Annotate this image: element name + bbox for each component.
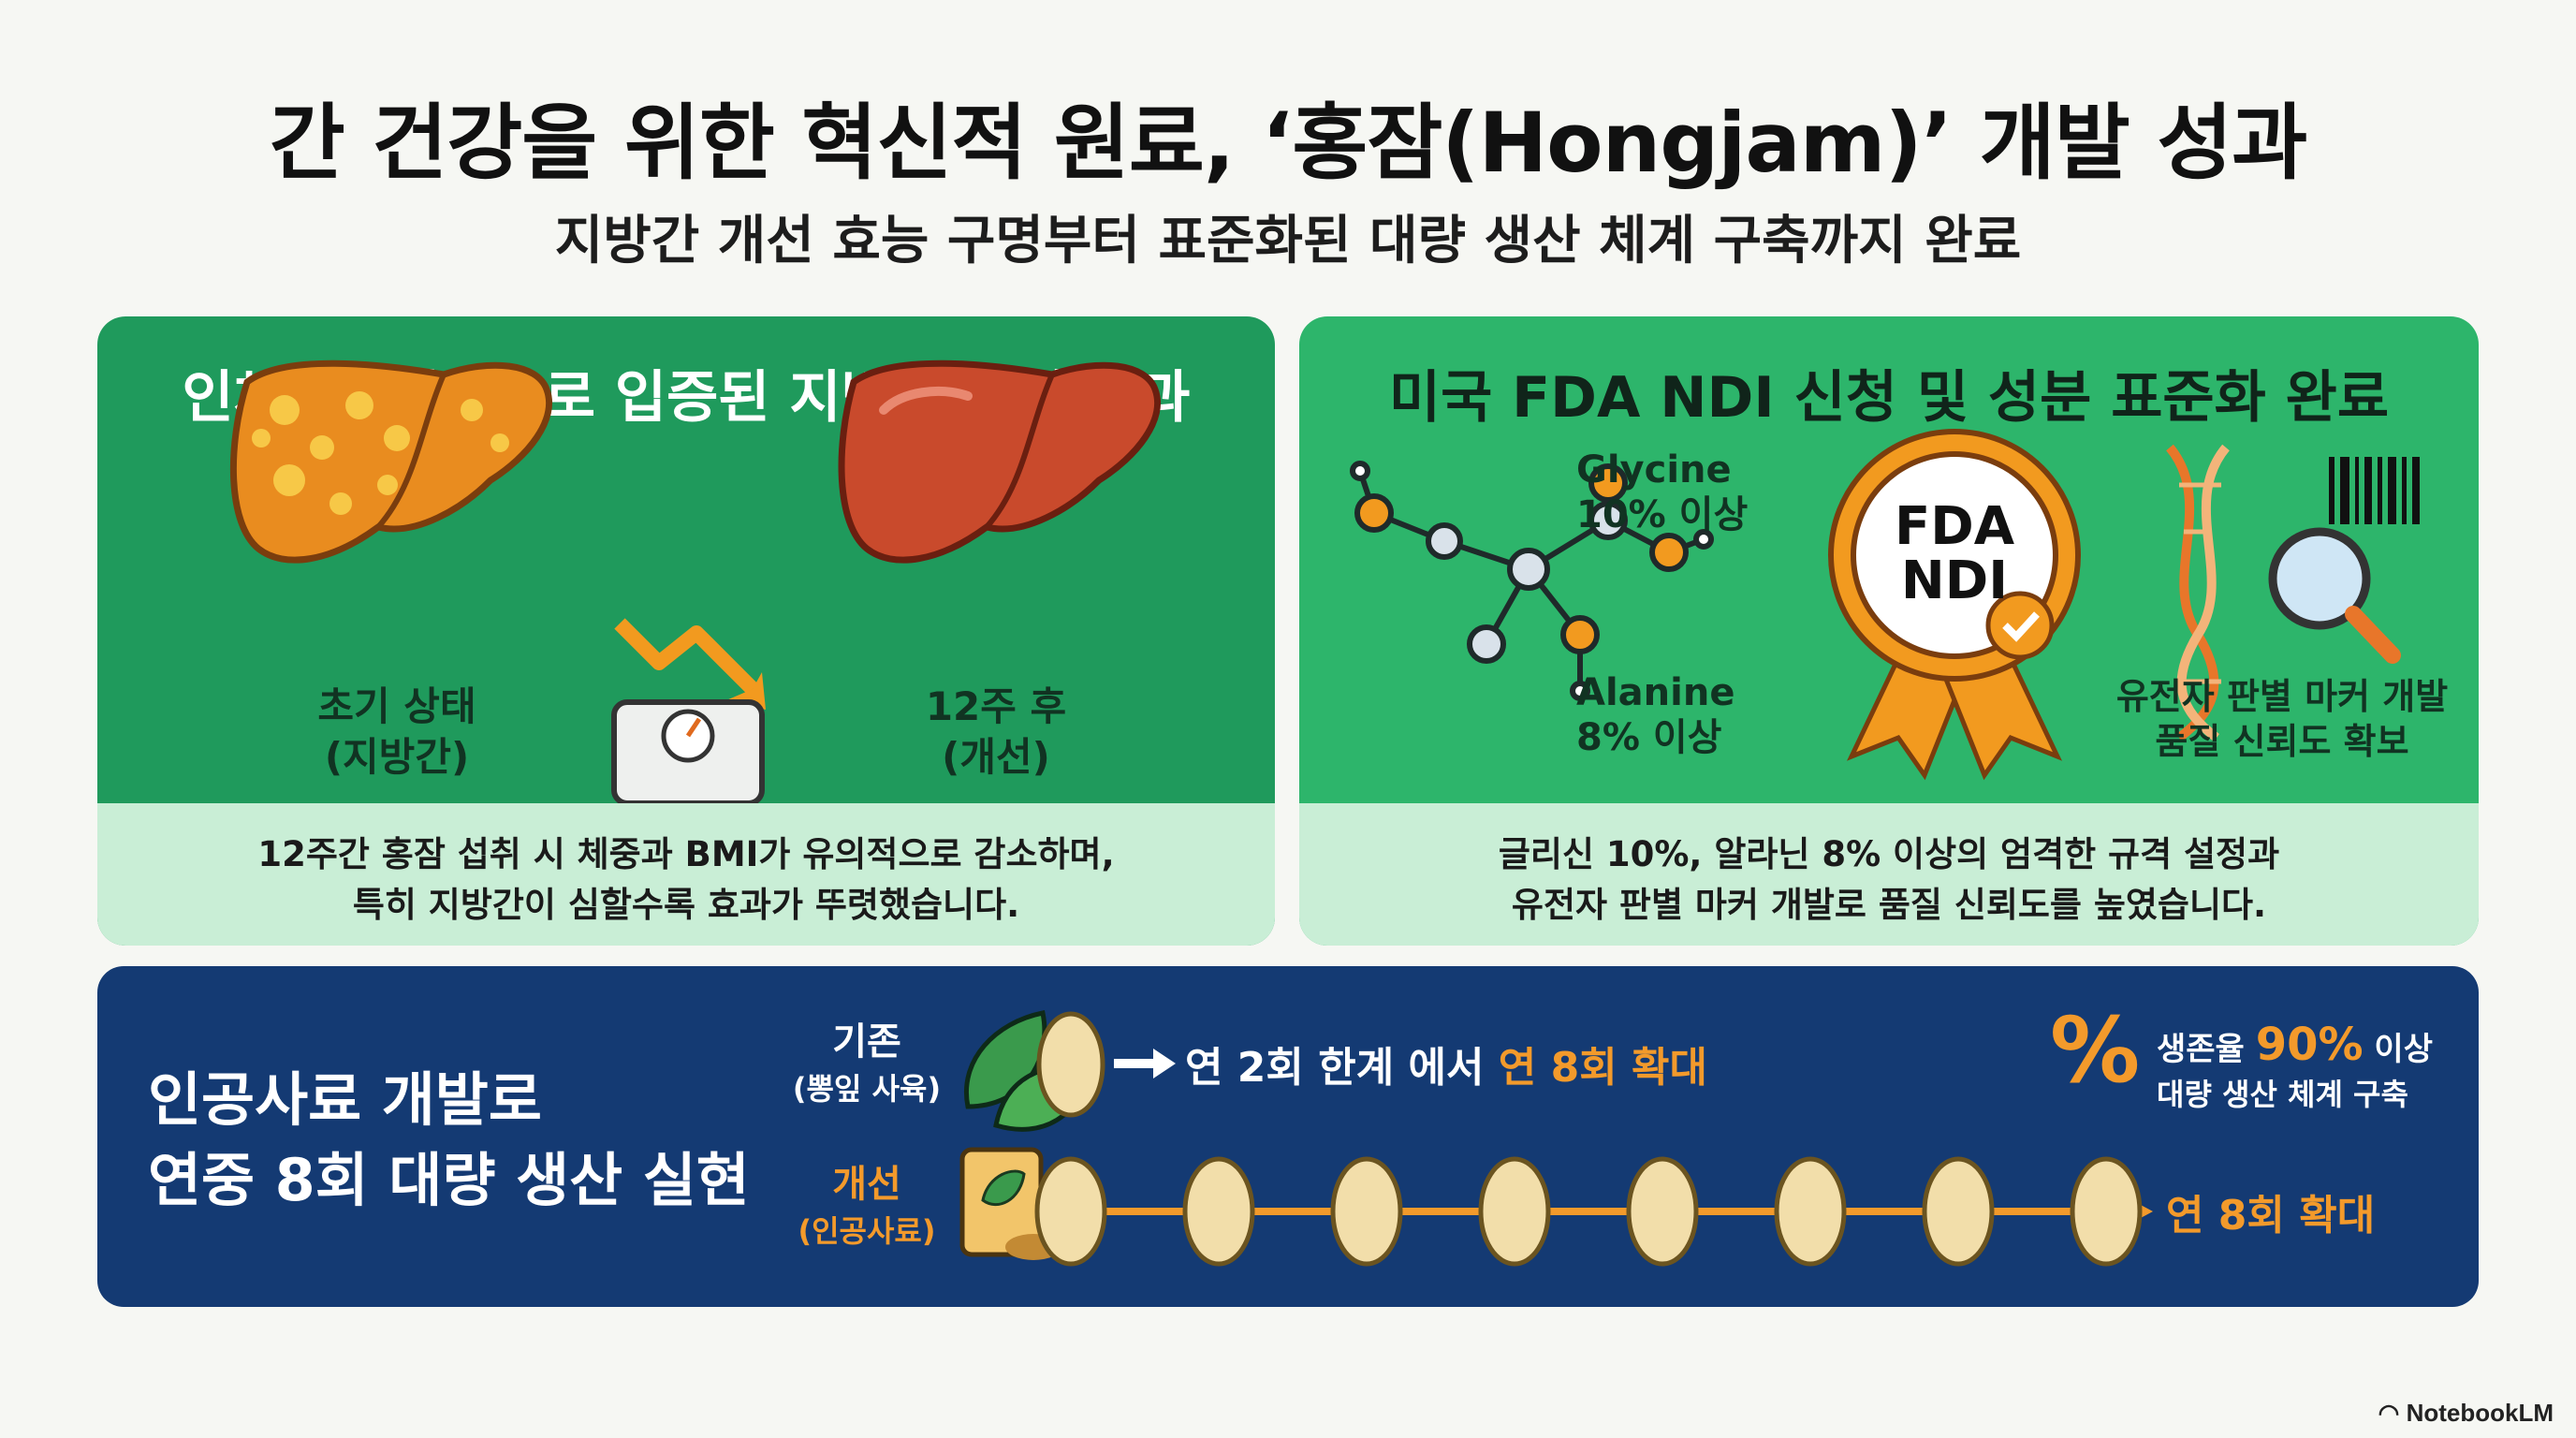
cocoon-icon [1774, 1156, 1847, 1267]
fda-ndi-badge-text: FDA NDI [1894, 496, 2015, 611]
cocoon-icon [1330, 1156, 1403, 1267]
fda-ndi-panel: 미국 FDA NDI 신청 및 성분 표준화 완료 [1299, 316, 2479, 946]
arrow-right-icon [1114, 1049, 1176, 1078]
mass-production-title: 인공사료 개발로 연중 8회 대량 생산 실현 [148, 1065, 750, 1214]
cocoon-icon [2070, 1156, 2143, 1267]
fda-ndi-badge-icon [1828, 429, 2081, 781]
fda-ndi-desc-2: 유전자 판별 마커 개발로 품질 신뢰도를 높였습니다. [1511, 885, 2267, 925]
healthy-liver-icon [838, 360, 1161, 564]
fatty-liver-desc-2: 특히 지방간이 심할수록 효과가 뚜렷했습니다. [352, 885, 1020, 925]
genetic-marker-label: 유전자 판별 마커 개발 품질 신뢰도 확보 [2115, 676, 2449, 762]
cocoon-icon [1478, 1156, 1551, 1267]
cocoon-icon [1182, 1156, 1255, 1267]
cocoon-icon [1626, 1156, 1699, 1267]
magnifier-icon [2268, 527, 2401, 664]
page-title: 간 건강을 위한 혁신적 원료, ‘홍잠(Hongjam)’ 개발 성과 [269, 95, 2308, 191]
page-subtitle: 지방간 개선 효능 구명부터 표준화된 대량 생산 체계 구축까지 완료 [554, 211, 2022, 271]
fatty-liver-panel: 인체적용시험으로 입증된 지방간 개선 효과 [97, 316, 1275, 946]
fatty-liver-desc-1: 12주간 홍잠 섭취 시 체중과 BMI가 유의적으로 감소하며, [257, 834, 1115, 874]
after-label: 12주 후 (개선) [925, 683, 1067, 780]
glycine-label: Glycine 10% 이상 [1576, 448, 1749, 536]
weight-scale-icon [611, 699, 765, 803]
cocoon-icon [1036, 1011, 1105, 1118]
trend-down-arrow-icon [614, 618, 766, 710]
fda-ndi-desc-1: 글리신 10%, 알라닌 8% 이상의 엄격한 규격 설정과 [1498, 834, 2280, 874]
fatty-liver-icon [229, 360, 552, 564]
fatty-liver-panel-footer [97, 803, 1275, 946]
improved-label: 개선 (인공사료) [798, 1163, 936, 1249]
survival-rate-text: 생존율 90% 이상 대량 생산 체계 구축 [2157, 1019, 2433, 1112]
watermark: ◠ NotebookLM [2378, 1399, 2554, 1427]
barcode-icon [2329, 457, 2420, 524]
mass-production-panel: 인공사료 개발로 연중 8회 대량 생산 실현 기존 (뽕잎 사육) 개선 (인… [97, 966, 2479, 1307]
cocoon-icon [1034, 1156, 1107, 1267]
percent-icon: % [2050, 998, 2141, 1103]
fda-ndi-panel-footer [1299, 803, 2479, 946]
production-cycle-diagram [959, 1010, 2153, 1267]
artificial-feed-icon [959, 1147, 1061, 1260]
fda-ndi-panel-title: 미국 FDA NDI 신청 및 성분 표준화 완료 [1388, 365, 2390, 431]
standardization-illustration [1350, 429, 2420, 781]
notebooklm-logo-icon: ◠ [2378, 1399, 2407, 1427]
liver-illustration [229, 360, 1161, 803]
before-label: 초기 상태 (지방간) [317, 683, 476, 780]
existing-label: 기존 (뽕잎 사육) [792, 1020, 942, 1107]
dna-icon [2166, 444, 2230, 741]
alanine-label: Alanine 8% 이상 [1576, 671, 1735, 759]
improved-cycle-text: 연 8회 확대 [2166, 1192, 2376, 1240]
existing-cycle-text: 연 2회 한계 에서 연 8회 확대 [1185, 1044, 1707, 1092]
molecule-icon [1350, 461, 1714, 701]
cocoon-icon [1922, 1156, 1995, 1267]
